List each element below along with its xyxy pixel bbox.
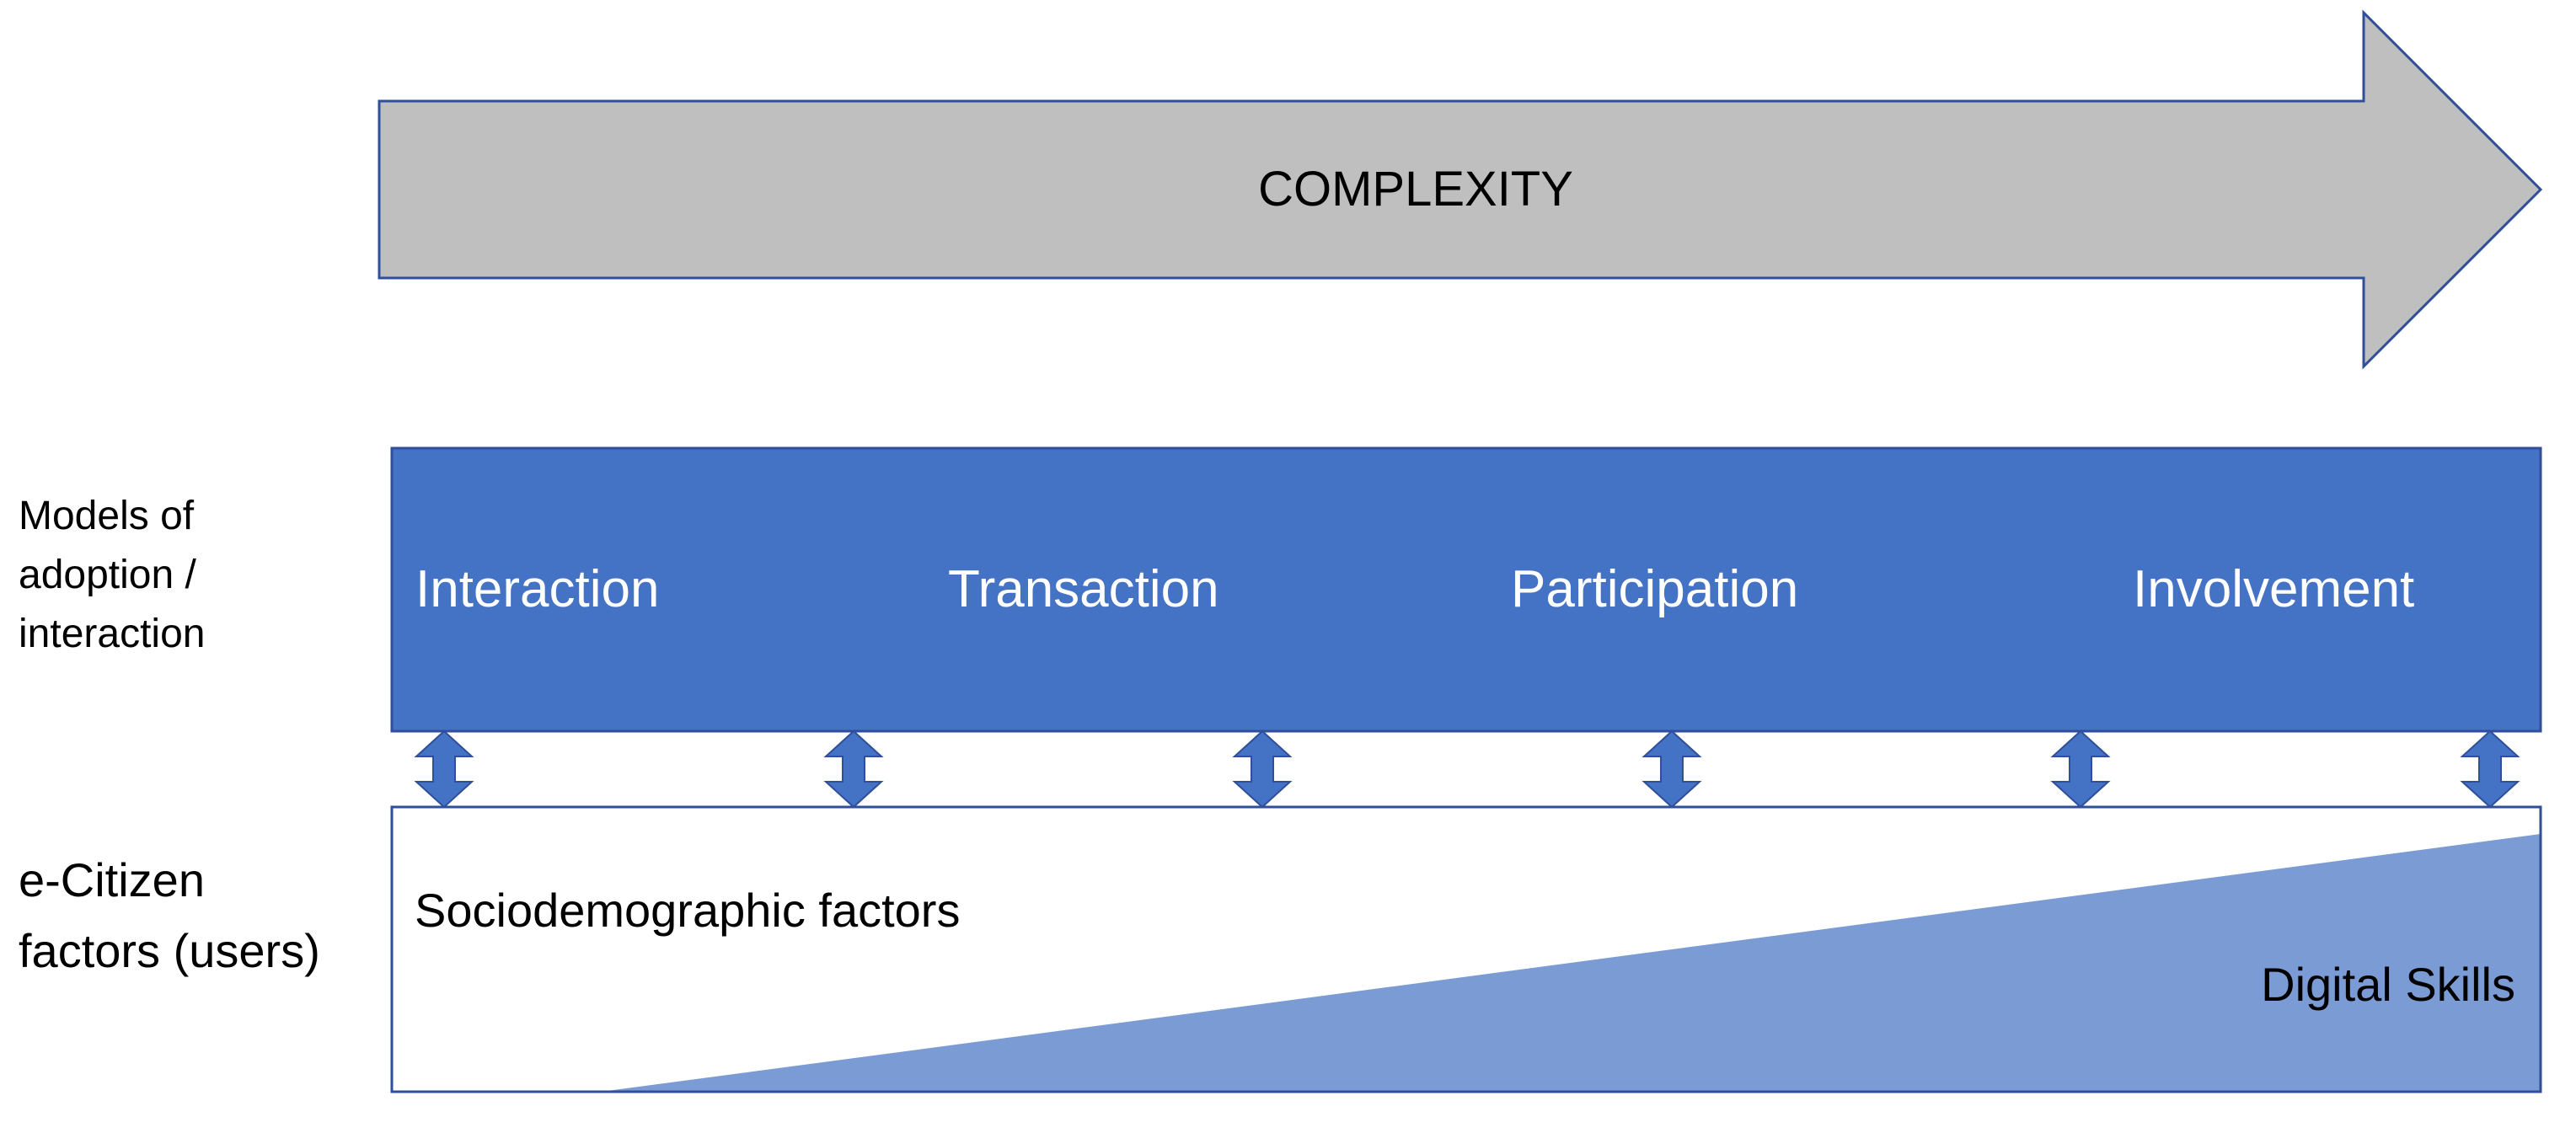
double-arrow-icon-2 — [823, 730, 884, 809]
stage-interaction: Interaction — [415, 560, 660, 618]
digital-skills-label: Digital Skills — [2261, 958, 2515, 1011]
sociodemographic-label: Sociodemographic factors — [415, 884, 960, 937]
ecitizen-label-line-2: factors (users) — [19, 924, 320, 977]
stage-involvement: Involvement — [2133, 560, 2414, 618]
double-arrow-icon-5 — [2050, 730, 2111, 809]
models-label-line-1: Models of — [19, 494, 195, 538]
models-bar — [390, 446, 2542, 733]
double-arrow-icon-1 — [414, 730, 474, 809]
ecitizen-label-line-1: e-Citizen — [19, 853, 205, 906]
double-arrow-icon-4 — [1641, 730, 1702, 809]
double-arrow-icon-6 — [2460, 730, 2520, 809]
models-side-label: Models of adoption / interaction — [19, 487, 205, 664]
models-label-line-2: adoption / — [19, 553, 196, 597]
connector-arrows — [414, 730, 2520, 809]
complexity-arrow — [378, 9, 2543, 370]
digital-skills-wedge — [601, 834, 2541, 1092]
stage-participation: Participation — [1511, 560, 1798, 618]
double-arrow-icon-3 — [1232, 730, 1293, 809]
complexity-label: COMPLEXITY — [1258, 162, 1573, 216]
ecitizen-side-label: e-Citizen factors (users) — [19, 845, 320, 986]
ecitizen-box-outline — [390, 805, 2542, 1093]
stage-transaction: Transaction — [948, 560, 1219, 618]
models-label-line-3: interaction — [19, 612, 206, 656]
